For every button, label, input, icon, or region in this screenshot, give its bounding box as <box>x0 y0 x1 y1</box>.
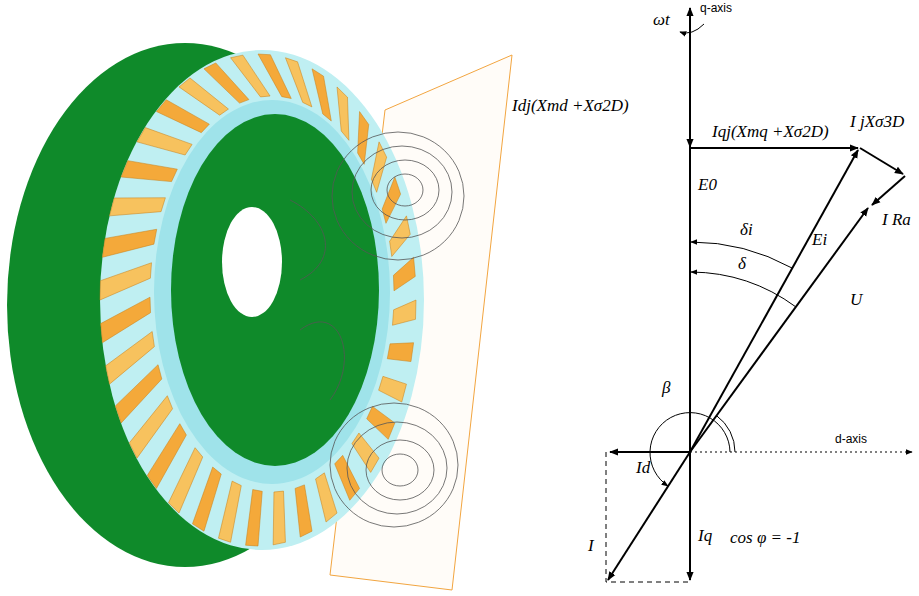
stator-tooth <box>100 263 152 300</box>
stator-tooth <box>392 300 416 325</box>
stator-tooth <box>110 198 166 216</box>
stator-tooth <box>218 481 241 542</box>
stator-tooth <box>121 161 177 182</box>
phasor-label: Iq <box>698 526 712 546</box>
stator-tooth <box>312 69 331 121</box>
stator-tooth <box>285 58 311 107</box>
delta-arc <box>691 272 796 307</box>
angle-label: δi <box>740 220 753 240</box>
phi-arc <box>717 416 736 452</box>
beta-arc <box>650 413 730 486</box>
stator-tooth <box>137 128 192 155</box>
power-factor-label: cos φ = -1 <box>730 528 800 548</box>
rotation-label: ωt <box>653 10 670 30</box>
phasor-label: Idj(Xmd +Xσ2D) <box>512 96 629 116</box>
stator-tooth <box>101 297 151 343</box>
voltage-phasor <box>690 208 868 452</box>
current-phasor <box>608 452 690 580</box>
stator-bore <box>100 50 424 550</box>
internal-emf-phasor <box>690 150 858 452</box>
stator-tooth <box>106 331 155 384</box>
stator-tooth <box>393 257 415 291</box>
iq-phasor <box>689 452 691 580</box>
phasor-label: I Ra <box>882 210 911 230</box>
stator-tooth <box>316 473 337 522</box>
q-axis-line <box>689 8 691 452</box>
projection-lines <box>606 452 690 582</box>
phasor-label: Ei <box>812 230 827 250</box>
phasor-label: E0 <box>698 175 717 195</box>
rotation-arrow <box>680 24 704 33</box>
d-axis-line <box>690 452 912 453</box>
phasor-label: I jXσ3D <box>850 112 904 132</box>
rotor <box>171 114 379 466</box>
stator-tooth <box>367 406 395 439</box>
air-gap <box>154 100 390 484</box>
stator-teeth <box>100 54 416 546</box>
leakage-phasor <box>860 148 903 174</box>
phasor-label: U <box>850 290 862 310</box>
stator-tooth <box>246 490 263 546</box>
axis-label: q-axis <box>700 2 732 16</box>
stator-tooth <box>358 112 369 165</box>
stator-tooth <box>156 100 209 133</box>
stator-tooth <box>192 467 221 531</box>
stator-tooth <box>390 216 411 257</box>
stator-tooth <box>371 142 386 192</box>
stator-tooth <box>352 433 379 472</box>
phasor-label: I <box>588 536 594 556</box>
phasor-label: Iqj(Xmq +Xσ2D) <box>712 122 829 142</box>
angle-label: β <box>662 378 670 398</box>
angle-label: δ <box>738 254 746 274</box>
shaft-hole <box>222 207 282 317</box>
field-lines <box>290 132 464 527</box>
stator-tooth <box>379 376 407 402</box>
id-reactance-phasor <box>689 92 691 147</box>
phasor-label: Id <box>636 458 650 478</box>
stator-tooth <box>102 229 156 257</box>
stator-tooth <box>258 54 291 98</box>
stator-tooth <box>273 491 285 545</box>
stator-tooth <box>295 485 312 537</box>
axis-label: d-axis <box>835 433 867 447</box>
iq-reactance-phasor <box>690 147 858 149</box>
resistance-phasor <box>872 176 905 205</box>
stator-tooth <box>337 87 349 140</box>
stator-tooth <box>387 343 413 362</box>
